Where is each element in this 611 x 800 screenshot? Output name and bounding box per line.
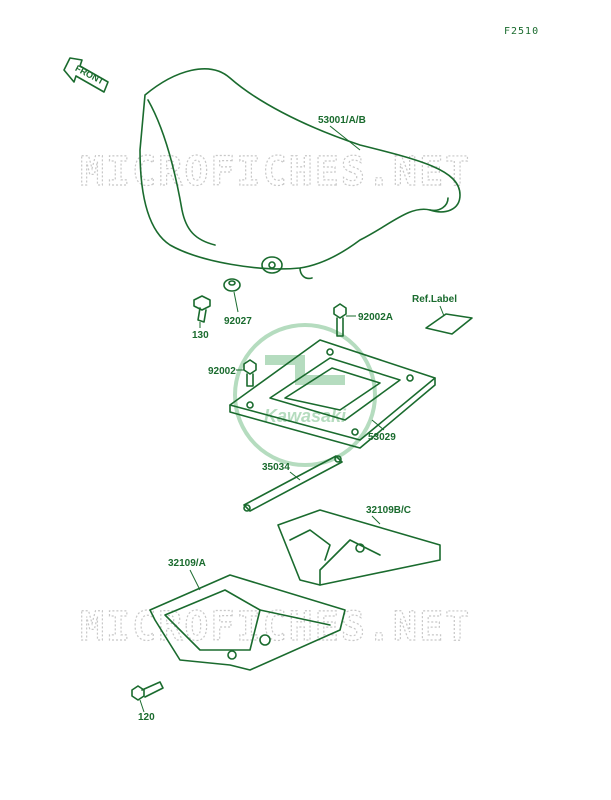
bracket-a-part <box>149 574 346 671</box>
bolt-92002a-part <box>333 303 347 337</box>
collar-part <box>223 278 241 292</box>
label-seat: 53001/A/B <box>318 115 366 126</box>
label-bolt-92002: 92002 <box>208 366 236 377</box>
reference-label-part <box>425 313 473 335</box>
label-seat-base: 53029 <box>368 432 396 443</box>
label-strap: 35034 <box>262 462 290 473</box>
label-bracket-bc: 32109B/C <box>366 505 411 516</box>
label-ref-label: Ref.Label <box>412 294 457 305</box>
seat-base-part <box>229 339 436 449</box>
bracket-bc-part <box>277 509 441 586</box>
label-collar: 92027 <box>224 316 252 327</box>
label-bolt-130: 130 <box>192 330 209 341</box>
watermark-bottom: MICROFICHES.NET <box>80 604 471 650</box>
reference-code: F2510 <box>504 26 539 37</box>
bolt-92002-part <box>243 359 257 387</box>
bolt-120-part <box>131 681 164 701</box>
seat-part <box>139 68 461 280</box>
strap-part <box>243 455 343 512</box>
label-bracket-a: 32109/A <box>168 558 206 569</box>
logo-text: Kawasaki <box>264 406 347 426</box>
watermark-top: MICROFICHES.NET <box>80 149 471 195</box>
label-bolt-120: 120 <box>138 712 155 723</box>
kawasaki-logo-watermark: Kawasaki <box>233 323 377 467</box>
front-arrow-icon: FRONT <box>63 57 109 93</box>
label-bolt-92002a: 92002A <box>358 312 393 323</box>
bolt-130-part <box>193 295 211 323</box>
